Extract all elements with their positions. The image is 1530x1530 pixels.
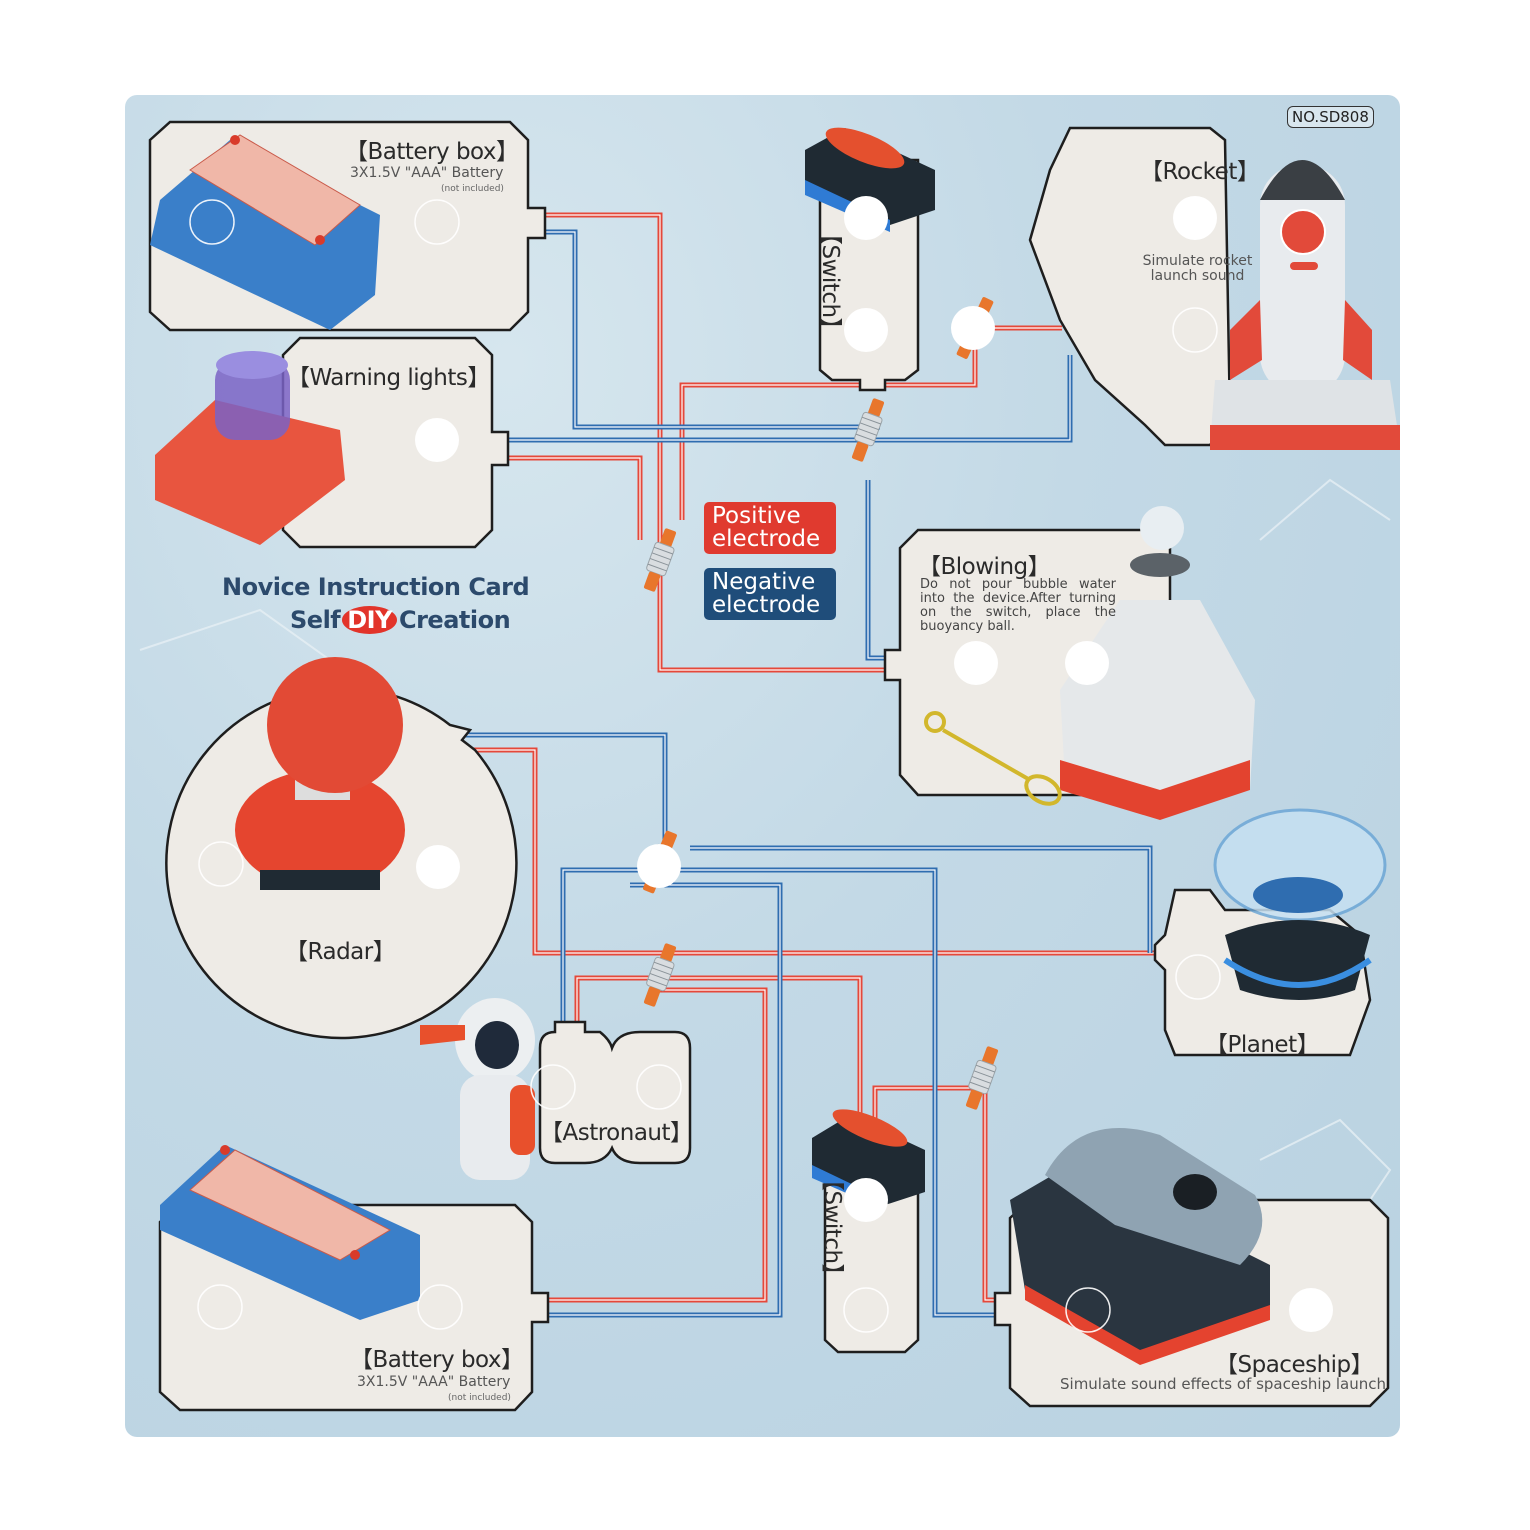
panel-warning xyxy=(281,336,510,549)
blowing-illustration xyxy=(924,506,1255,820)
hole-rocket xyxy=(1173,196,1217,240)
mounting-holes[interactable] xyxy=(189,196,1333,1333)
battery-top-spec: 3X1.5V "AAA" Battery xyxy=(350,165,504,181)
wire-neg-planet xyxy=(690,845,1153,953)
hole-switch-bottom xyxy=(844,1178,888,1222)
spaceship-title: 【Spaceship】 xyxy=(1215,1352,1374,1378)
hole-spaceship xyxy=(1289,1288,1333,1332)
hole-connector-3 xyxy=(951,306,995,350)
switch-bottom-title: 【Switch】 xyxy=(819,1168,845,1287)
battery-top-illustration xyxy=(150,134,380,330)
hole-blowing-2 xyxy=(1065,641,1109,685)
rocket-illustration xyxy=(1210,160,1400,450)
hole-blowing-1 xyxy=(954,641,998,685)
radar-title: 【Radar】 xyxy=(285,939,396,965)
battery-bottom-illustration xyxy=(160,1145,420,1320)
legend-negative: Negative electrode xyxy=(704,568,836,620)
switch-top-title: 【Switch】 xyxy=(817,222,843,341)
battery-top-note: (not included) xyxy=(441,184,504,194)
rocket-title: 【Rocket】 xyxy=(1140,159,1260,185)
hole-connector-4 xyxy=(637,844,681,888)
hole-switch-top-1 xyxy=(844,196,888,240)
warning-lights-illustration xyxy=(155,351,345,545)
legend-positive: Positive electrode xyxy=(704,502,836,554)
wire-neg-blowing xyxy=(865,480,885,661)
planet-title: 【Planet】 xyxy=(1205,1032,1320,1058)
radar-illustration xyxy=(235,657,405,890)
astronaut-illustration xyxy=(420,998,535,1180)
astronaut-title: 【Astronaut】 xyxy=(540,1120,693,1146)
battery-bottom-title: 【Battery box】 xyxy=(350,1347,524,1373)
diy-badge: DIY xyxy=(342,606,397,634)
hole-radar xyxy=(416,845,460,889)
headline-suffix: Creation xyxy=(398,606,511,634)
battery-top-title: 【Battery box】 xyxy=(345,139,519,165)
battery-bottom-spec: 3X1.5V "AAA" Battery xyxy=(357,1374,511,1390)
hole-warning xyxy=(415,418,459,462)
spaceship-illustration xyxy=(1010,1128,1270,1365)
blowing-title: 【Blowing】 xyxy=(918,554,1051,580)
battery-bottom-note: (not included) xyxy=(448,1393,511,1403)
planet-illustration xyxy=(1213,808,1387,1000)
hole-switch-top-2 xyxy=(844,308,888,352)
connector-2 xyxy=(847,396,889,464)
warning-lights-title: 【Warning lights】 xyxy=(287,365,490,391)
blowing-description: Do not pour bubble water into the device… xyxy=(920,577,1116,634)
spaceship-description: Simulate sound effects of spaceship laun… xyxy=(1060,1375,1386,1393)
panel-astronaut xyxy=(538,1020,692,1165)
connector-6 xyxy=(961,1044,1003,1112)
headline-line1: Novice Instruction Card xyxy=(222,573,530,601)
wire-pos-warning xyxy=(505,455,643,540)
model-number: NO.SD808 xyxy=(1287,106,1374,128)
negative-wires xyxy=(460,229,1153,1318)
rocket-description: Simulate rocket launch sound xyxy=(1142,253,1253,284)
headline-prefix: Self xyxy=(290,606,341,634)
